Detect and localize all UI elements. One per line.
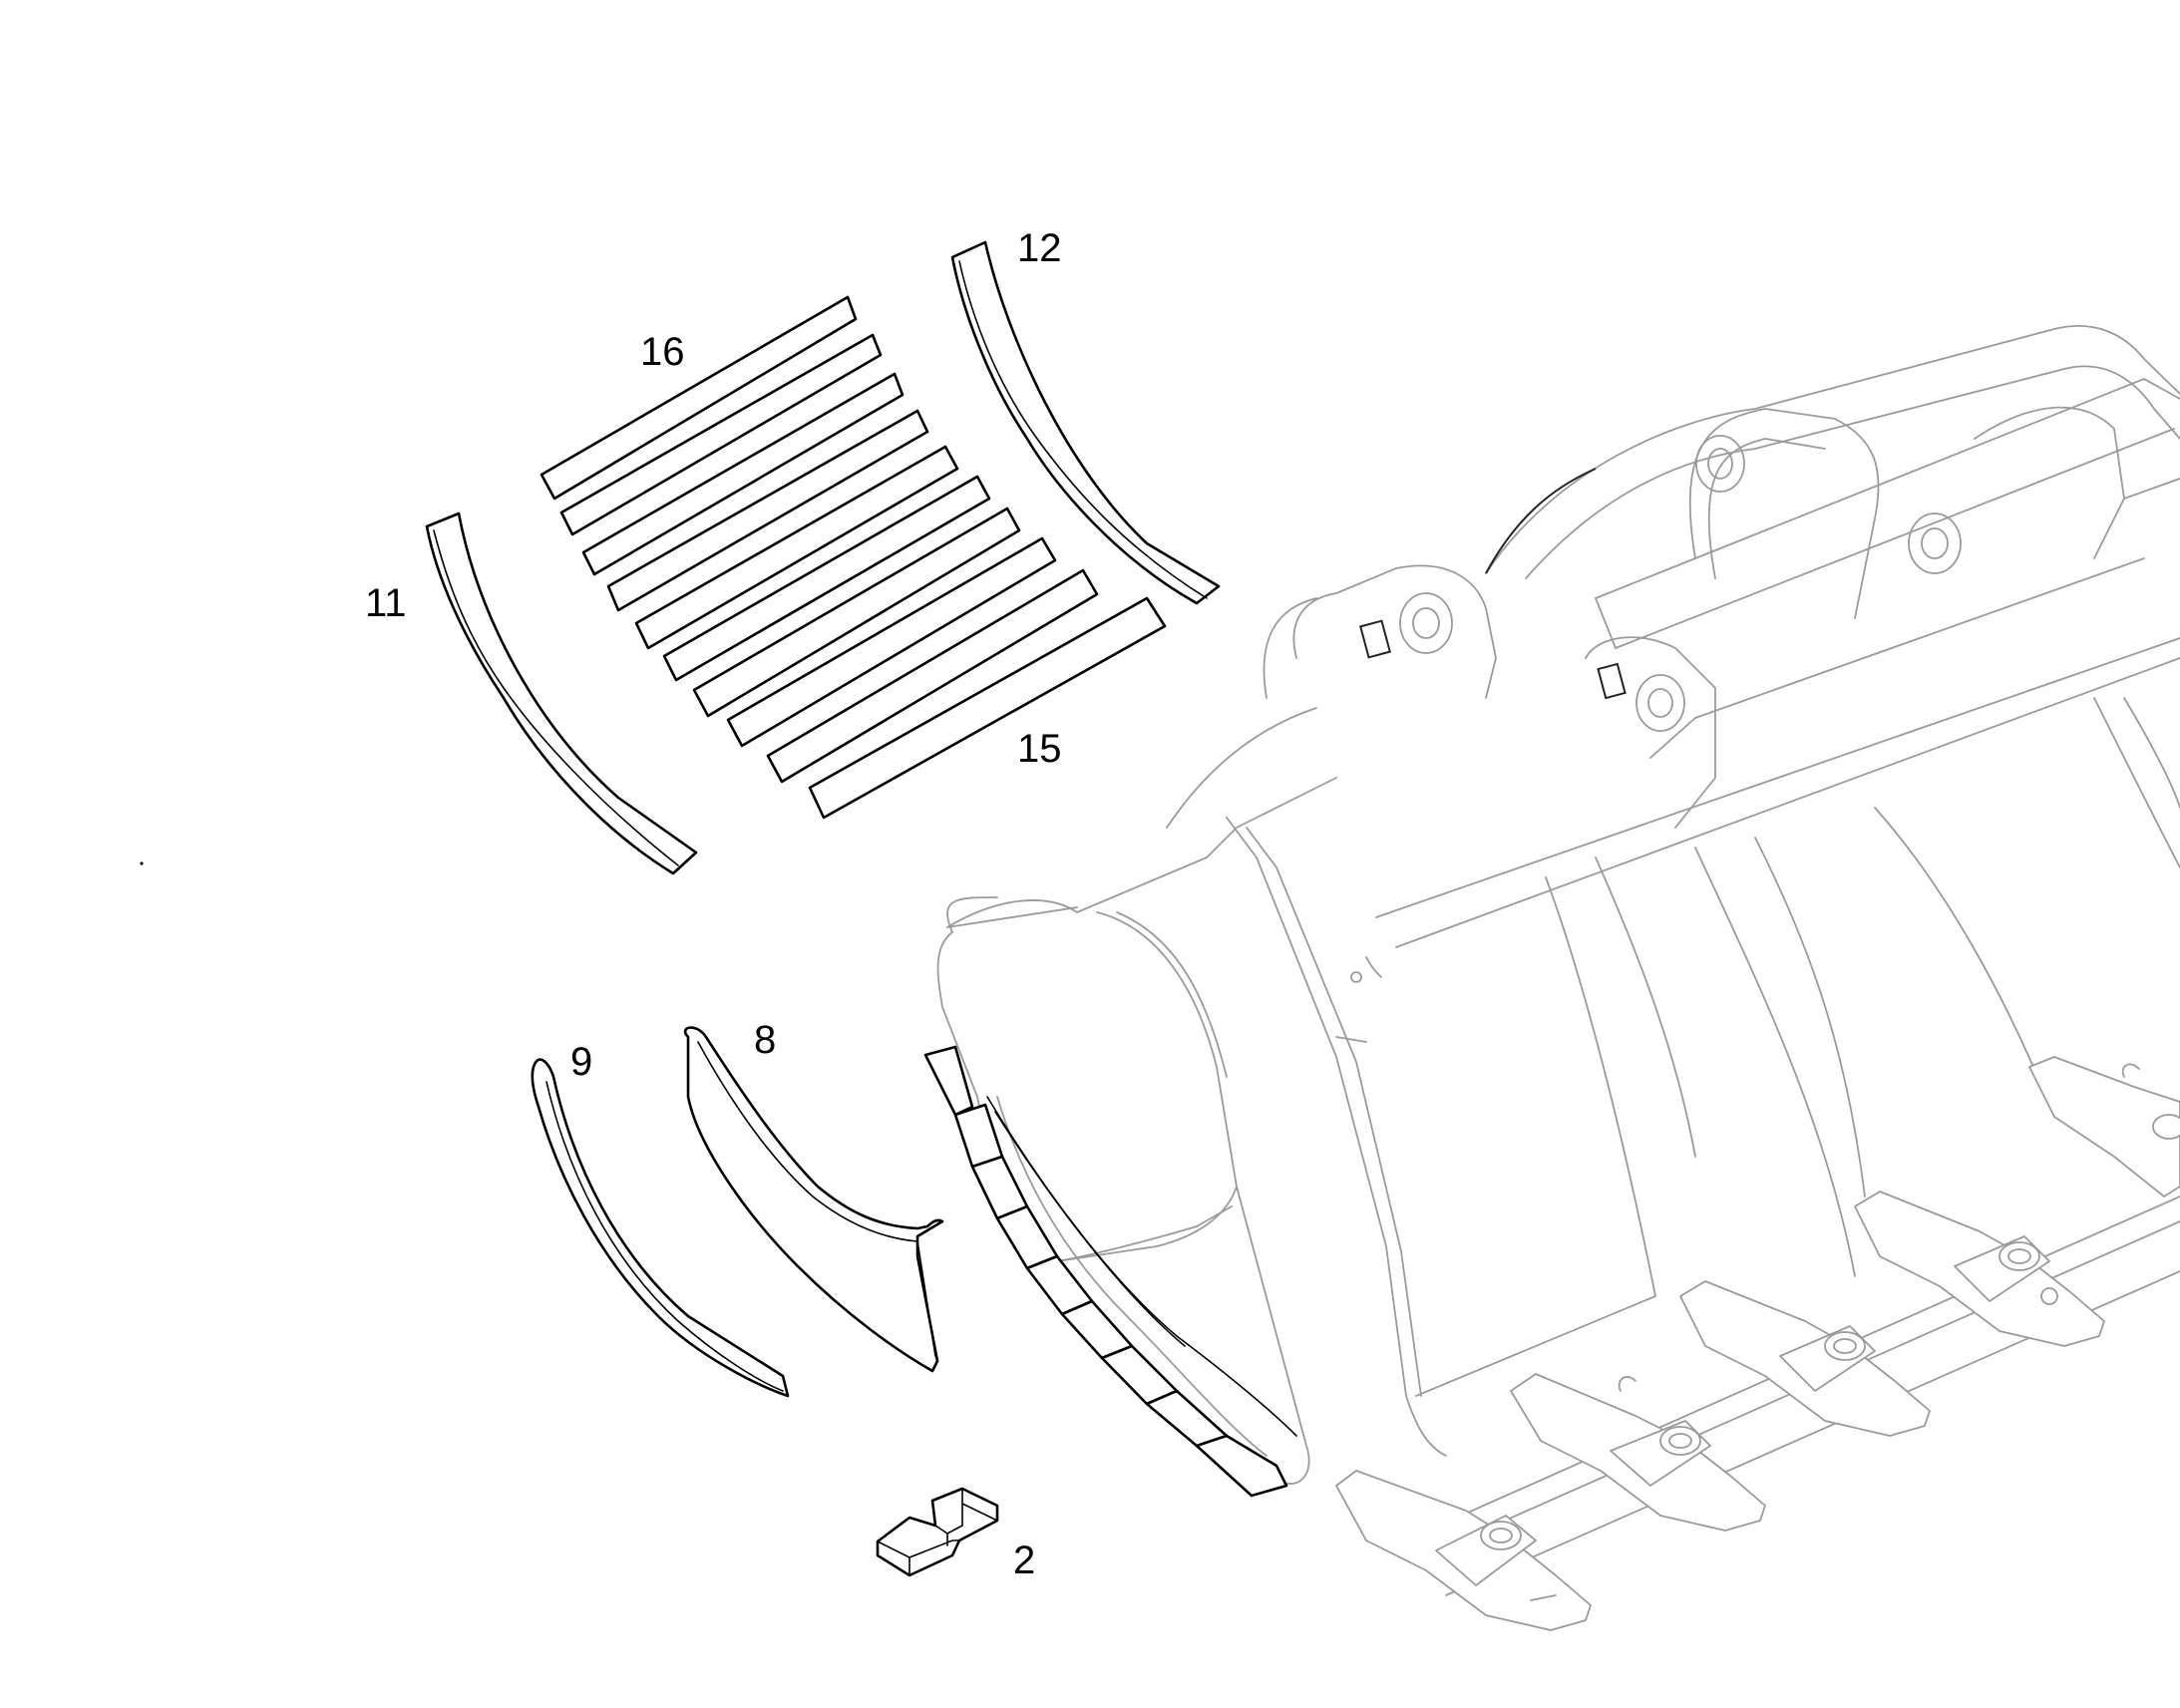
tooth-1 <box>1335 1470 1592 1631</box>
wear-strip-7 <box>692 507 1021 718</box>
part-8-side-cutter <box>683 1026 944 1373</box>
tooth-5 <box>2028 1056 2180 1197</box>
wear-strip-2 <box>559 333 883 536</box>
stray-dot <box>140 861 144 865</box>
part-11-curved-strip <box>425 512 698 875</box>
callout-16: 16 <box>640 330 685 374</box>
callout-2: 2 <box>1013 1538 1035 1582</box>
part-2-wear-block <box>876 1487 999 1577</box>
tooth-3 <box>1679 1280 1931 1437</box>
part-12-curved-strip <box>950 240 1221 605</box>
callout-9: 9 <box>570 1040 592 1084</box>
wear-strip-3 <box>581 372 905 576</box>
tooth-4 <box>1854 1191 2105 1347</box>
wear-strip-8 <box>726 536 1057 748</box>
wear-strip-6 <box>662 475 991 682</box>
bucket-teeth <box>1335 1056 2180 1631</box>
callout-15: 15 <box>1017 727 1062 771</box>
callout-8: 8 <box>754 1018 776 1062</box>
wear-strip-1 <box>540 295 858 501</box>
wear-strip-4 <box>606 409 929 612</box>
wear-strip-10 <box>808 596 1167 820</box>
callout-labels: 12 16 11 15 9 8 2 <box>365 226 1062 1582</box>
bucket-edge-wear-blocks <box>923 1045 1297 1498</box>
wear-strip-9 <box>766 568 1099 784</box>
callout-11: 11 <box>365 581 407 625</box>
wear-strip-stack <box>540 295 1167 820</box>
callout-12: 12 <box>1017 226 1062 270</box>
tooth-2 <box>1510 1373 1766 1532</box>
part-9-curved-strip <box>531 1058 790 1398</box>
wear-strip-5 <box>634 445 959 650</box>
bucket-assembly <box>936 325 2180 1596</box>
